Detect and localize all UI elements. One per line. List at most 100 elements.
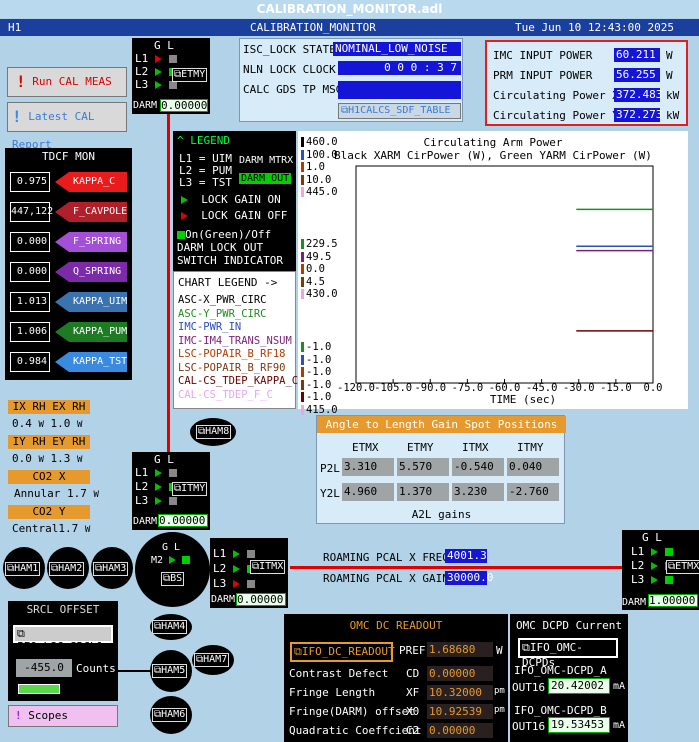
ham8-chamber: ⧉HAM8 xyxy=(190,418,236,446)
iy-rh-u2: W xyxy=(77,455,83,465)
chart-legend-item: IMC-PWR_IN xyxy=(178,321,242,333)
omc-dc-row-label: Contrast Defect xyxy=(289,667,389,680)
itmx-darm-label: DARM xyxy=(211,594,236,605)
co2x-label: CO2 X xyxy=(8,470,90,484)
pcal-freq-value: 4001.3 xyxy=(445,549,487,563)
ham3-button[interactable]: ⧉HAM3 xyxy=(93,562,129,576)
axis-color-marker xyxy=(301,264,304,274)
tdcf-label: Q_SPRING xyxy=(55,262,127,282)
x-tick-label: -120.0 xyxy=(337,382,375,394)
screen-icon: ⧉ xyxy=(294,645,302,658)
ix-rh-u1: W xyxy=(38,420,44,430)
screen-icon: ⧉ xyxy=(174,483,182,494)
chart-subtitle: Black XARM CirPower (W), Green YARM CirP… xyxy=(334,149,652,162)
run-cal-meas-button[interactable]: ! Run CAL MEAS xyxy=(7,67,127,97)
a2l-panel: Angle to Length Gain Spot Positions ETMX… xyxy=(316,415,566,524)
omc-dcpd-title: OMC DCPD Current xyxy=(516,619,622,632)
p2l-value: -0.540 xyxy=(452,458,504,476)
lock-on-triangle-icon xyxy=(181,196,188,204)
ham5-button[interactable]: ⧉HAM5 xyxy=(152,664,188,678)
itmy-button[interactable]: ⧉ITMY xyxy=(172,482,208,496)
datetime: Tue Jun 10 12:43:00 2025 xyxy=(515,21,674,34)
a2l-col-header: ETMX xyxy=(352,441,379,454)
ham1-chamber: ⧉HAM1 xyxy=(3,547,45,589)
bs-button[interactable]: ⧉BS xyxy=(161,572,185,586)
ham6-button[interactable]: ⧉HAM6 xyxy=(152,708,188,722)
dcpd-a-out: OUT16 xyxy=(512,681,546,694)
screen-icon: ⧉ xyxy=(522,641,530,654)
screen-title: CALIBRATION_MONITOR xyxy=(250,21,376,34)
ham2-button[interactable]: ⧉HAM2 xyxy=(49,562,85,576)
scopes-button[interactable]: ! Scopes xyxy=(8,705,118,727)
x-tick-label: -75.0 xyxy=(451,382,484,394)
lock-on-triangle-icon xyxy=(650,548,658,556)
ham3-chamber: ⧉HAM3 xyxy=(91,547,133,589)
switch-off-icon xyxy=(168,497,177,505)
etmy-stages: L1 L2 L3 xyxy=(135,52,177,91)
srcl-button[interactable]: ⧉ IFO_LSC_SRCL1 xyxy=(13,625,113,653)
power-label: IMC INPUT POWER xyxy=(493,49,593,62)
omc-dcpd-button[interactable]: ⧉IFO_OMC-DCPDs xyxy=(518,638,618,669)
screen-icon: ⧉ xyxy=(252,561,260,572)
etmx-button[interactable]: ⧉ETMX xyxy=(666,560,699,574)
power-label: Circulating Power Y xyxy=(493,109,619,122)
etmy-button[interactable]: ⧉ETMY xyxy=(172,68,208,82)
chart-legend-item: CAL-CS_TDEP_KAPPA_C xyxy=(178,375,299,387)
screen-icon: ⧉ xyxy=(7,563,15,574)
switch-off-icon xyxy=(246,580,255,588)
etmy-darm-label: DARM xyxy=(133,100,158,111)
legend-panel: ^ LEGEND L1 = UIM L2 = PUM L3 = TST DARM… xyxy=(173,131,296,271)
central-unit: W xyxy=(84,525,91,535)
tdcf-value: 1.006 xyxy=(10,322,50,342)
ham1-button[interactable]: ⧉HAM1 xyxy=(5,562,41,576)
legend-darm-out: DARM OUT xyxy=(239,173,292,184)
switch-on-icon xyxy=(182,556,191,564)
calc-gds-value xyxy=(338,81,461,99)
ham6-chamber: ⧉HAM6 xyxy=(150,696,192,734)
itmx-button[interactable]: ⧉ITMX xyxy=(250,560,286,574)
itmy-l1: L1 xyxy=(135,466,149,479)
tdcf-label: KAPPA_PUM xyxy=(55,322,127,342)
ix-rh-values: 0.4 W 1.0 W xyxy=(12,417,82,432)
etmx-l2: L2 xyxy=(631,559,645,572)
legend-l1: L1 = UIM xyxy=(179,152,232,165)
legend-l3: L3 = TST xyxy=(179,176,232,189)
ham4-button[interactable]: ⧉HAM4 xyxy=(152,620,188,634)
sdf-table-button[interactable]: ⧉H1CALCS_SDF_TABLE xyxy=(338,103,461,119)
isc-lock-label: ISC_LOCK STATE xyxy=(243,43,336,56)
itmx-button-label: ITMX xyxy=(259,561,284,572)
ham8-button[interactable]: ⧉HAM8 xyxy=(196,425,232,439)
a2l-title: Angle to Length Gain Spot Positions xyxy=(317,416,566,433)
y2l-label: Y2L xyxy=(320,487,340,500)
legend-switch: On(Green)/Off DARM LOCK OUT SWITCH INDIC… xyxy=(177,228,283,267)
etmy-button-label: ETMY xyxy=(181,69,206,80)
omc-dc-button[interactable]: ⧉IFO_DC_READOUT xyxy=(290,642,395,662)
lock-off-triangle-icon xyxy=(154,55,162,63)
scopes-label: Scopes xyxy=(28,709,68,722)
screen-icon: ⧉ xyxy=(198,426,206,437)
itmy-button-label: ITMY xyxy=(181,483,206,494)
tdcf-value: 0.000 xyxy=(10,262,50,282)
etmx-l1: L1 xyxy=(631,545,645,558)
x-tick-label: -60.0 xyxy=(488,382,521,394)
ham5-label: HAM5 xyxy=(161,665,186,676)
ham7-button[interactable]: ⧉HAM7 xyxy=(194,653,230,667)
etmy-l2: L2 xyxy=(135,65,149,78)
tdcf-title: TDCF MON xyxy=(42,150,95,163)
tdcf-label: KAPPA_C xyxy=(55,172,127,192)
x-tick-label: -15.0 xyxy=(600,382,632,394)
etmy-panel: G L L1 L2 L3 ⧉ETMY DARM 0.00000 xyxy=(132,38,210,114)
omc-dc-row-unit: pm xyxy=(494,686,505,696)
pcal-gain-label: ROAMING PCAL X GAIN xyxy=(323,572,449,585)
srcl-title: SRCL OFFSET xyxy=(26,603,100,616)
axis-color-marker xyxy=(301,392,304,402)
itmy-darm-value: 0.00000 xyxy=(158,514,208,527)
axis-color-marker xyxy=(301,404,304,415)
omc-dc-pref-unit: W xyxy=(496,644,503,657)
p2l-label: P2L xyxy=(320,462,340,475)
ham1-label: HAM1 xyxy=(14,563,39,574)
latest-cal-report-button[interactable]: ! Latest CAL Report xyxy=(7,102,127,151)
itmx-stages: L1 L2 L3 xyxy=(213,546,255,591)
itmx-l2: L2 xyxy=(213,562,227,575)
